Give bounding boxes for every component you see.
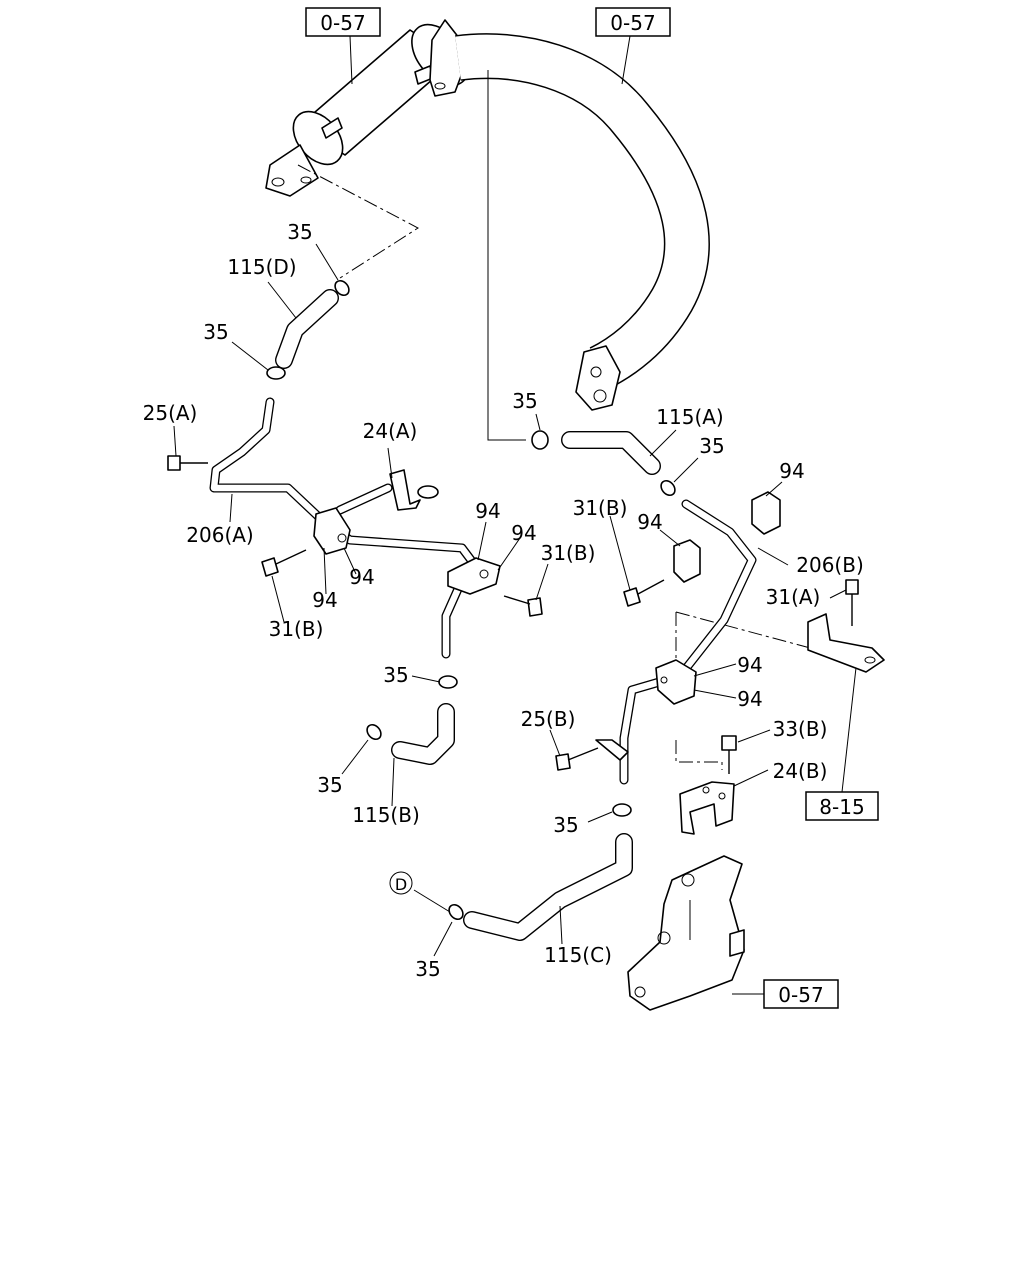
callout-35-bot: 35	[553, 813, 578, 837]
callout-94-r3: 94	[737, 653, 762, 677]
hose-115c	[463, 833, 633, 941]
marker-d-label: D	[395, 875, 407, 894]
callout-206b: 206(B)	[796, 553, 864, 577]
callout-31a: 31(A)	[766, 585, 821, 609]
callout-206a: 206(A)	[186, 523, 253, 547]
egr-cooler	[265, 19, 471, 197]
callout-94-l2: 94	[349, 565, 374, 589]
callout-115a: 115(A)	[656, 405, 723, 429]
callout-35-center: 35	[512, 389, 537, 413]
callout-94-r2: 94	[637, 510, 662, 534]
callout-115b: 115(B)	[352, 803, 420, 827]
bolt-25a	[167, 455, 208, 471]
clip-94-right-c	[655, 659, 697, 705]
hose-115d	[275, 289, 339, 369]
bolt-31b-right	[623, 579, 665, 607]
ref-top-left: 0-57	[320, 11, 365, 35]
callout-35-bot2: 35	[415, 957, 440, 981]
clamp-35-icons	[266, 279, 676, 921]
callout-35-b: 35	[203, 320, 228, 344]
pipe-206a	[209, 397, 479, 659]
bolt-25b	[555, 739, 629, 771]
callout-35-r: 35	[699, 434, 724, 458]
bracket-31a	[807, 613, 885, 673]
callout-31b-right: 31(B)	[573, 496, 628, 520]
callout-94-l1: 94	[312, 588, 337, 612]
callout-24b: 24(B)	[773, 759, 828, 783]
bolt-31b-left	[261, 549, 307, 577]
clip-94-right-a	[751, 491, 781, 535]
clip-94-middle	[447, 557, 501, 595]
callout-35-mid: 35	[383, 663, 408, 687]
ref-bottom: 0-57	[778, 983, 823, 1007]
thermostat-housing	[627, 855, 745, 1011]
callout-31b-middle: 31(B)	[541, 541, 596, 565]
marker-d: D	[389, 871, 413, 895]
callout-31b-left: 31(B)	[269, 617, 324, 641]
callout-33b: 33(B)	[773, 717, 828, 741]
callout-115c: 115(C)	[544, 943, 612, 967]
ref-box-top-right: 0-57	[595, 7, 671, 37]
callout-leaders	[173, 243, 847, 957]
egr-pipe	[455, 33, 710, 411]
hose-115a	[561, 431, 661, 475]
clip-94-left	[313, 507, 351, 555]
clip-94-right-b	[673, 539, 701, 583]
ref-box-bottom: 0-57	[763, 979, 839, 1009]
callout-94-r4: 94	[737, 687, 762, 711]
callout-94-r1: 94	[779, 459, 804, 483]
hose-115b	[391, 703, 455, 765]
ref-box-right: 8-15	[805, 791, 879, 821]
callout-24a: 24(A)	[363, 419, 418, 443]
callout-labels: 35 115(D) 35 25(A) 24(A) 206(A) 94 94 31…	[143, 220, 864, 981]
bolt-33b	[721, 735, 737, 774]
callout-94-m1: 94	[475, 499, 500, 523]
bracket-24b	[679, 781, 735, 835]
callout-115d: 115(D)	[227, 255, 296, 279]
callout-35-l3: 35	[317, 773, 342, 797]
bracket-24a	[389, 469, 439, 511]
callout-25b: 25(B)	[521, 707, 576, 731]
reference-lines	[297, 35, 859, 995]
pipe-206b	[619, 499, 757, 785]
callout-35-top: 35	[287, 220, 312, 244]
callout-25a: 25(A)	[143, 401, 198, 425]
ref-right: 8-15	[819, 795, 864, 819]
callout-94-m2: 94	[511, 521, 536, 545]
ref-box-top-left: 0-57	[305, 7, 381, 37]
ref-top-right: 0-57	[610, 11, 655, 35]
bolt-31a	[845, 579, 859, 626]
